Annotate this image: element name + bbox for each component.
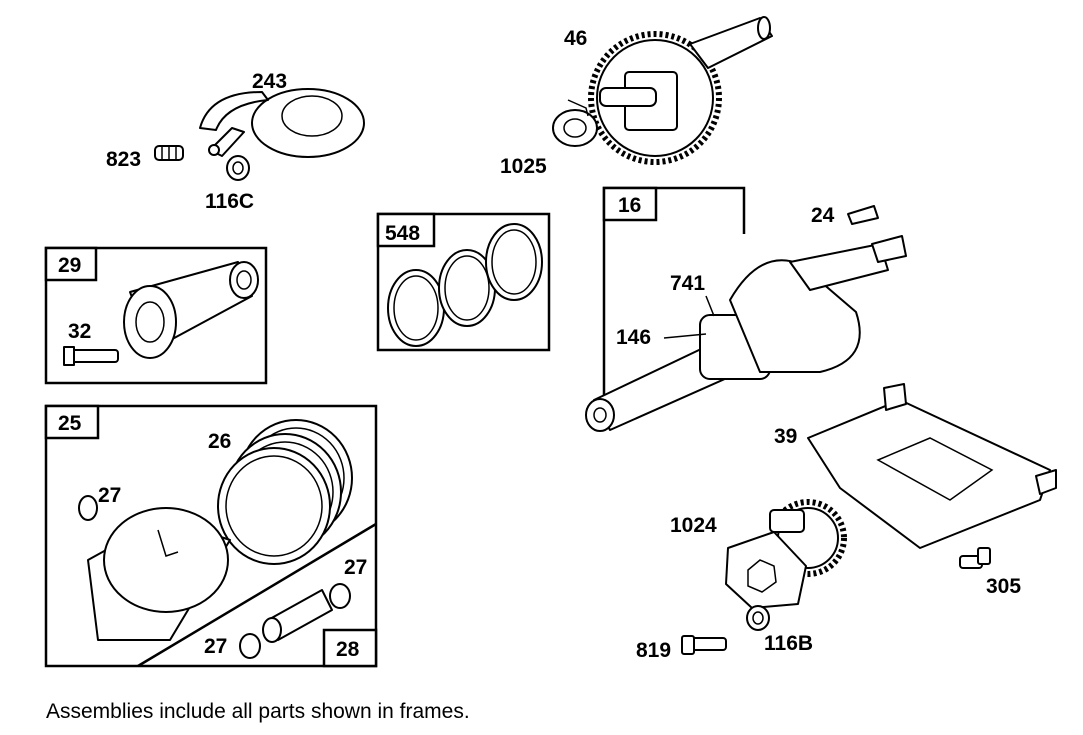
- part-1025-compression-release: [552, 99, 598, 147]
- label-16: 16: [618, 194, 641, 217]
- label-29: 29: [58, 254, 81, 277]
- part-46-cam-gear: [588, 16, 773, 165]
- label-27-upper: 27: [98, 484, 121, 507]
- label-1024: 1024: [670, 514, 717, 537]
- frame-16-crankshaft: [585, 186, 907, 432]
- frame-25-piston-assembly: [44, 404, 378, 668]
- label-741: 741: [670, 272, 705, 295]
- label-116b: 116B: [764, 632, 813, 655]
- label-548: 548: [385, 222, 420, 245]
- part-823-screw: [154, 145, 184, 161]
- label-27-lower: 27: [204, 635, 227, 658]
- label-26: 26: [208, 430, 231, 453]
- part-1024-oil-pump: [725, 499, 847, 609]
- frame-548-gaskets: [376, 212, 551, 352]
- part-39-baffle-plate: [807, 383, 1057, 549]
- leader-lines: [663, 295, 715, 339]
- label-819: 819: [636, 639, 671, 662]
- label-1025: 1025: [500, 155, 547, 178]
- part-819-bolt: [681, 635, 727, 655]
- label-46: 46: [564, 27, 587, 50]
- label-243: 243: [252, 70, 287, 93]
- frame-29-connecting-rod: [44, 246, 268, 385]
- callout-labels: 46 243 823 116C 1025 16 24 548 29 32 741…: [58, 27, 1021, 662]
- label-305: 305: [986, 575, 1021, 598]
- label-146: 146: [616, 326, 651, 349]
- part-116c-washer: [226, 155, 250, 181]
- part-305-bolt: [959, 547, 991, 569]
- label-24: 24: [811, 204, 835, 227]
- label-823: 823: [106, 148, 141, 171]
- part-24-key: [847, 205, 879, 225]
- label-28: 28: [336, 638, 360, 661]
- label-116c: 116C: [205, 190, 254, 213]
- label-32: 32: [68, 320, 91, 343]
- part-243-governor-cover: [199, 88, 365, 158]
- footnote: Assemblies include all parts shown in fr…: [46, 700, 470, 723]
- label-27-right: 27: [344, 556, 367, 579]
- label-25: 25: [58, 412, 82, 435]
- label-39: 39: [774, 425, 797, 448]
- part-116b-washer: [746, 605, 770, 631]
